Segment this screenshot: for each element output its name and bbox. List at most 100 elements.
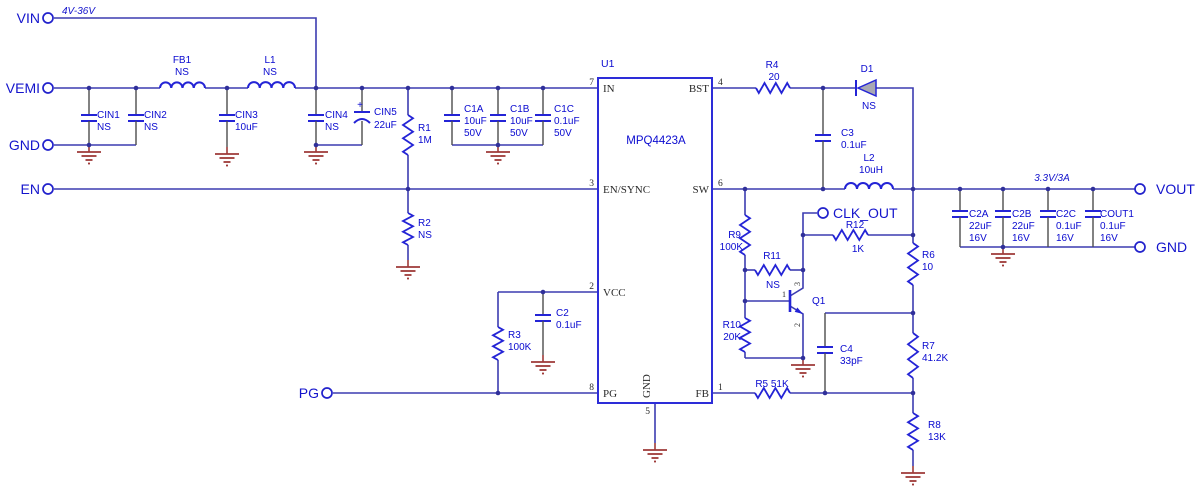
label-r2-des: R2 [418,218,431,229]
ground-symbol [531,355,555,375]
capacitor-c1a [444,88,460,145]
resistor-r2 [401,212,415,246]
transistor-q1-emitter-arrow [794,307,803,314]
pin-name-bst: BST [689,83,709,95]
pin-name-fb: FB [696,388,709,400]
label-cin5-des: CIN5 [374,107,397,118]
junction-dot [820,186,826,192]
label-c2a-des: C2A [969,209,989,220]
label-u1-des: U1 [601,58,615,70]
pin-name-in: IN [603,83,615,95]
label-c2-des: C2 [556,308,569,319]
junction-dot [1000,186,1006,192]
junction-dot [910,186,916,192]
junctions-layer [86,85,1096,396]
net-note-output-rating: 3.3V/3A [1034,173,1070,184]
label-c1b-des: C1B [510,104,530,115]
label-c1a-val: 10uF [464,116,487,127]
port-label-vemi: VEMI [6,80,40,96]
label-r8-val: 13K [928,432,946,443]
label-c2b-val: 22uF [1012,221,1035,232]
resistor-r9 [738,214,752,256]
pin-number-3: 3 [589,179,594,189]
inductor-l2 [844,182,894,190]
label-cin4-val: NS [325,122,339,133]
port-label-en: EN [21,181,40,197]
net-note-input-range: 4V-36V [62,6,96,17]
port-circle-clk-out [817,207,829,219]
capacitor-c4 [817,313,833,393]
label-c2a-val: 22uF [969,221,992,232]
pin-number-8: 8 [589,383,594,393]
label-cout1-vrat: 16V [1100,233,1118,244]
label-r9-des: R9 [728,230,741,241]
capacitor-c2a [952,189,968,247]
label-c2c-val: 0.1uF [1056,221,1082,232]
port-circle-vin [42,12,54,24]
q1-pin-base-number: 1 [782,290,786,299]
capacitor-c1c [535,88,551,145]
junction-dot [313,85,319,91]
junction-dot [800,267,806,273]
ground-symbol [643,443,667,463]
resistor-r6 [906,242,920,286]
capacitor-cout1 [1085,189,1101,247]
inductor-l1 [247,81,296,89]
junction-dot [495,390,501,396]
capacitor-cin1 [81,88,97,145]
port-label-gnd-right: GND [1156,239,1187,255]
pin-name-sw: SW [693,184,710,196]
label-cin3-val: 10uF [235,122,258,133]
label-cin2-val: NS [144,122,158,133]
label-r2-val: NS [418,230,432,241]
junction-dot [742,298,748,304]
ic-u1-body [597,77,713,404]
label-l1-val: NS [263,67,277,78]
port-circle-gnd-right [1134,241,1146,253]
label-r3-des: R3 [508,330,521,341]
port-circle-en [42,183,54,195]
label-c2c-des: C2C [1056,209,1076,220]
label-r1-des: R1 [418,123,431,134]
symbols-layer [81,81,1101,451]
capacitor-c1b [490,88,506,145]
q1-pin-emitter-number: 2 [793,323,802,327]
q1-pin-collector-number: 3 [793,282,802,286]
resistor-r3 [491,326,505,361]
junction-dot [133,85,139,91]
ground-symbol [77,145,101,165]
wires-layer [54,17,1135,466]
wire-q1-emitter-wire [789,305,804,358]
resistor-r7 [906,332,920,379]
ground-symbol [304,145,328,165]
junction-dot [495,85,501,91]
capacitor-cin5-plate-bottom [353,118,371,124]
ground-symbol [396,260,420,280]
capacitor-cin5 [353,88,371,145]
label-cout1-des: COUT1 [1100,209,1134,220]
resistor-r11 [754,263,791,277]
label-c1b-vrat: 50V [510,128,528,139]
junction-dot [800,232,806,238]
label-c4-val: 33pF [840,356,863,367]
labels-layer: VIN VEMI GND EN PG CLK_OUT VOUT GND 4V-3… [6,6,1196,443]
label-r1-val: 1M [418,135,432,146]
junction-dot [359,85,365,91]
port-label-vout: VOUT [1156,181,1195,197]
label-l1-des: L1 [264,55,276,66]
label-cin1-des: CIN1 [97,110,120,121]
diode-d1-triangle [856,78,877,98]
label-r11-des: R11 [763,251,781,262]
junction-dot [540,289,546,295]
label-r7-des: R7 [922,341,935,352]
label-cin5-val: 22uF [374,120,397,131]
junction-dot [1000,244,1006,250]
label-cin2-des: CIN2 [144,110,167,121]
label-r10-val: 20K [723,332,741,343]
wire-d1-anode-wire [876,87,914,189]
junction-dot [449,85,455,91]
label-cin3-des: CIN3 [235,110,258,121]
junction-dot [224,85,230,91]
label-cout1-val: 0.1uF [1100,221,1126,232]
port-label-vin: VIN [17,10,40,26]
